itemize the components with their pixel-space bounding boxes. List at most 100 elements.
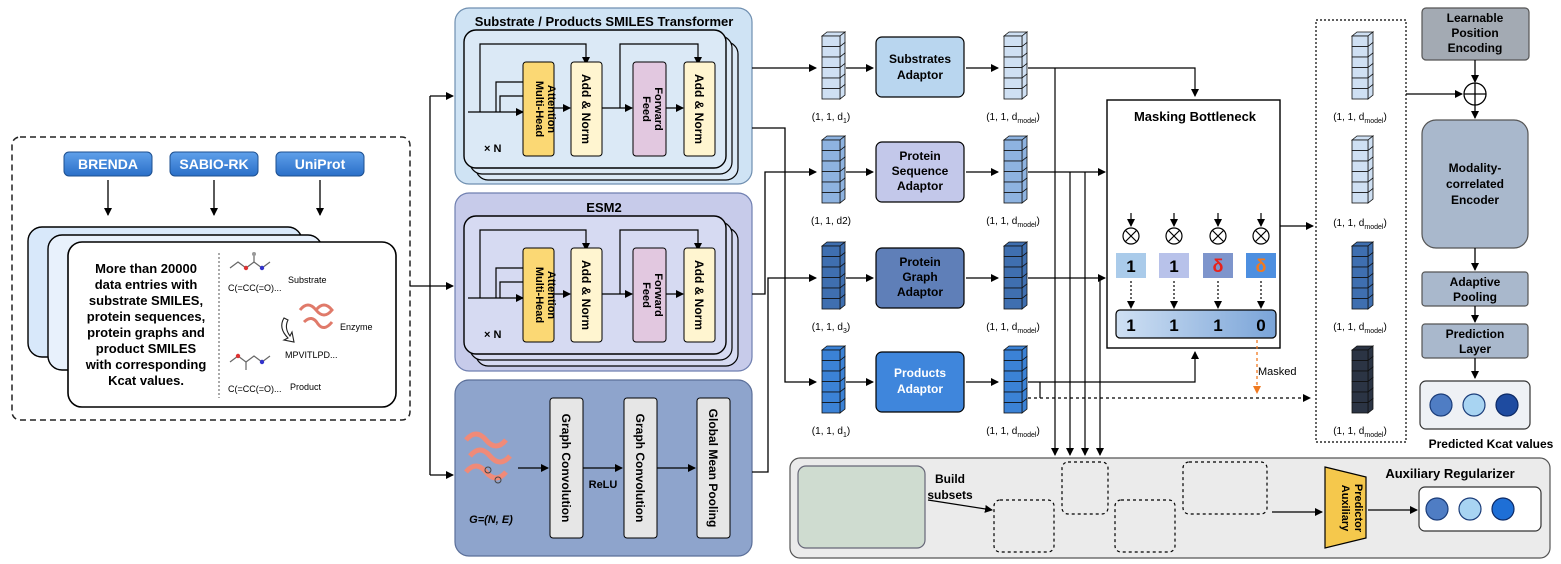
svg-text:Graph Convolution: Graph Convolution [559,414,573,523]
sabio-badge: SABIO-RK [169,151,259,177]
esm2-add-norm-1: Add & Norm [570,247,603,343]
auxiliary-title: Auxiliary Regularizer [1385,466,1514,481]
sequence-token-vector [1350,241,1375,310]
relu-label: ReLU [589,479,618,491]
esm2-encoder: ESM2 × N Multi-Head Attention Add & Norm… [454,192,753,372]
multiply-icons [1122,227,1270,245]
transformer-title: Substrate / Products SMILES Transformer [475,14,734,29]
predicted-values-box [1419,380,1531,430]
dataset-line: data entries with [95,277,198,292]
svg-text:Encoder: Encoder [1451,193,1499,207]
svg-text:Build: Build [935,472,965,486]
svg-text:δ: δ [1213,256,1224,276]
dataset-line: Kcat values. [108,373,184,388]
dataset-card [67,241,397,408]
svg-text:Feed: Feed [640,96,652,122]
svg-text:Multi-Head: Multi-Head [533,81,545,137]
auxiliary-predictor: Auxiliary Predictor [1324,466,1367,549]
substrate-label: Substrate [288,275,327,285]
masked-label: Masked [1258,366,1297,378]
svg-text:Modality-: Modality- [1449,161,1502,175]
svg-text:correlated: correlated [1446,177,1504,191]
substrates-adaptor: Substrates Adaptor [875,36,965,98]
esm2-feed-forward: Feed Forward [632,247,667,343]
svg-text:Forward: Forward [652,87,664,130]
dataset-line: substrate SMILES, [89,293,203,308]
predicted-kcat-label: Predicted Kcat values [1429,437,1554,451]
dataset-description: More than 20000 data entries with substr… [85,261,207,388]
embedding-to-adaptor-arrows [846,64,999,386]
svg-text:Attention: Attention [545,85,557,134]
enzyme-icon [281,303,334,343]
dim-label: (1, 1, dmodel) [986,426,1040,439]
encoder-embedding-vector [820,345,847,414]
adapted-embedding-vector [1002,135,1029,204]
adapted-embedding-vector [1002,31,1029,100]
auxiliary-regularizer: Auxiliary Regularizer Build subsets Auxi… [789,457,1551,559]
prediction-layer: Prediction Layer [1421,323,1529,359]
transformer-times-n: × N [484,143,501,155]
substrate-molecule-icon [229,252,271,271]
auxiliary-output-box [1418,486,1542,532]
svg-text:Predictor: Predictor [1352,484,1364,533]
svg-text:Position: Position [1451,26,1498,40]
masking-title: Masking Bottleneck [1134,109,1257,124]
svg-text:Add & Norm: Add & Norm [579,260,593,330]
svg-text:Forward: Forward [652,273,664,316]
modality-encoder: Modality- correlated Encoder [1421,119,1529,249]
masking-bottleneck: Masking Bottleneck 1 1 δ δ [1106,99,1281,349]
mask-symbols: 1 1 δ δ [1116,253,1276,278]
svg-text:Layer: Layer [1459,342,1491,356]
svg-text:Adaptor: Adaptor [897,68,943,82]
graph-conv-2: Graph Convolution [623,397,658,539]
dataset-line: protein graphs and [87,325,205,340]
dim-label: (1, 1, dmodel) [1333,112,1387,125]
svg-text:Multi-Head: Multi-Head [533,267,545,323]
mask-vector: 1 1 1 0 [1115,309,1277,339]
svg-text:Protein: Protein [899,149,940,163]
encoder-embedding-vector [820,31,847,100]
dataset-line: with corresponding [85,357,207,372]
svg-text:Add & Norm: Add & Norm [692,260,706,330]
sequence-token-vector [1350,345,1375,414]
esm2-times-n: × N [484,329,501,341]
add-icon [1463,82,1487,106]
enzyme-label: Enzyme [340,322,373,332]
adapted-embedding-vector [1002,345,1029,414]
brenda-label: BRENDA [78,156,138,172]
smiles-transformer: Substrate / Products SMILES Transformer … [454,7,753,185]
dim-label: (1, 1, dmodel) [1333,218,1387,231]
svg-text:Encoding: Encoding [1448,41,1503,55]
svg-text:0: 0 [1256,316,1265,335]
encoder-embedding-vector [820,135,847,204]
svg-text:1: 1 [1169,257,1178,276]
brenda-badge: BRENDA [63,151,153,177]
adapted-embedding-vector [1002,241,1029,310]
svg-text:Graph: Graph [902,270,937,284]
svg-text:Sequence: Sequence [892,164,949,178]
dim-label: (1, 1, d1) [812,426,850,439]
graph-notation: G=(N, E) [469,514,513,526]
svg-text:Attention: Attention [545,271,557,320]
svg-text:1: 1 [1213,316,1222,335]
transformer-mha: Multi-Head Attention [522,61,557,157]
svg-text:Global Mean Pooling: Global Mean Pooling [706,409,720,528]
svg-text:Auxiliary: Auxiliary [1339,485,1351,532]
dataset-to-encoders-arrows [410,92,454,479]
esm2-add-norm-2: Add & Norm [683,247,716,343]
dataset-dashed-border [11,136,411,421]
dataset-line: product SMILES [96,341,197,356]
dim-label: (1, 1, dmodel) [986,216,1040,229]
transformer-add-norm-1: Add & Norm [570,61,603,157]
svg-text:Prediction: Prediction [1446,327,1505,341]
dimension-labels: (1, 1, d1) (1, 1, d2) (1, 1, d3) (1, 1, … [811,112,1387,439]
transformer-feed-forward: Feed Forward [632,61,667,157]
svg-text:Feed: Feed [640,282,652,308]
protein-sequence-adaptor: Protein Sequence Adaptor [875,141,965,203]
position-encoding-box: Learnable Position Encoding [1421,7,1530,61]
svg-text:1: 1 [1126,316,1135,335]
dim-label: (1, 1, d2) [811,216,851,227]
product-molecule-icon [229,353,271,370]
encoder-embedding-vector [820,241,847,310]
